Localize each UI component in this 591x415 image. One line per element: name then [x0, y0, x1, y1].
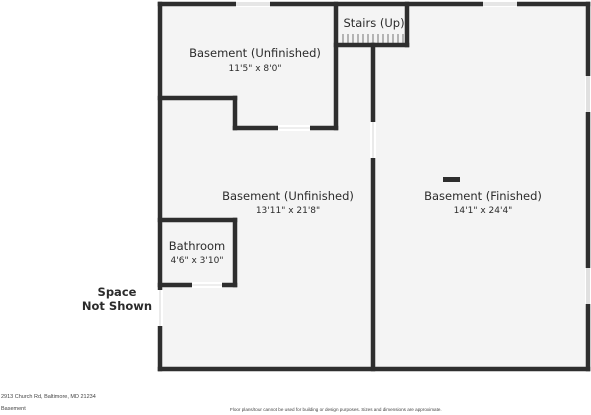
opening-left-wall — [157, 290, 163, 326]
space-not-shown-line2: Not Shown — [82, 299, 152, 313]
doorway-center — [370, 122, 376, 158]
walls — [157, 1, 591, 372]
footer-disclaimer: Floor plans/tour cannot be used for buil… — [230, 407, 442, 412]
basement-finished-name: Basement (Finished) — [424, 189, 542, 203]
space-not-shown-line1: Space — [98, 285, 137, 299]
doorway-top-room — [278, 125, 310, 131]
window-top-right — [483, 1, 517, 7]
footer-floor-label: Basement — [1, 406, 26, 412]
basement-unfinished-top-name: Basement (Unfinished) — [189, 46, 321, 60]
doorway-bathroom — [192, 282, 222, 288]
bathroom-name: Bathroom — [169, 239, 225, 253]
windows — [157, 1, 591, 326]
window-right-upper — [585, 76, 591, 112]
window-right-lower — [585, 268, 591, 304]
basement-unfinished-main-dimensions: 13'11" x 21'8" — [256, 206, 320, 216]
footer-address: 2913 Church Rd, Baltimore, MD 21234 — [1, 394, 96, 400]
fixture-icon — [443, 177, 460, 182]
basement-unfinished-top-dimensions: 11'5" x 8'0" — [229, 64, 282, 74]
window-top-left — [236, 1, 270, 7]
bathroom-dimensions: 4'6" x 3'10" — [171, 256, 224, 266]
basement-unfinished-main-name: Basement (Unfinished) — [222, 189, 354, 203]
basement-finished-dimensions: 14'1" x 24'4" — [454, 206, 513, 216]
stairs-label: Stairs (Up) — [343, 16, 404, 30]
